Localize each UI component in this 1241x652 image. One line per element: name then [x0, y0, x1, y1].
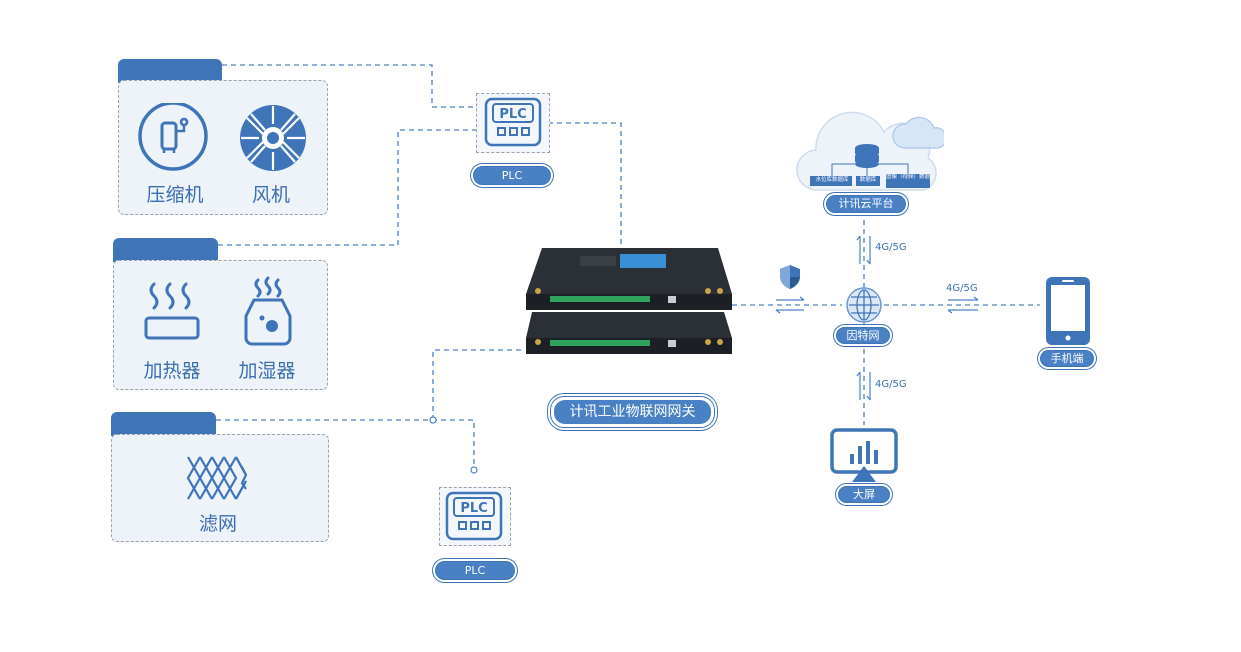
phone-label: 手机端: [1040, 350, 1094, 367]
line-group3-plc: [216, 419, 475, 470]
junction-dot: [429, 416, 437, 424]
heater-icon: [144, 282, 200, 340]
junction-dot: [470, 466, 478, 474]
screen-link-label: 4G/5G: [875, 379, 907, 390]
svg-text:PLC: PLC: [460, 501, 487, 516]
mobile-phone-icon: [1046, 277, 1090, 345]
compressor-label: 压缩机: [146, 184, 204, 206]
line-group2-plc: [218, 129, 478, 246]
plc-label-bottom: PLC: [435, 561, 515, 580]
screen-label: 大屏: [838, 486, 890, 503]
cloud-label: 计讯云平台: [826, 195, 906, 213]
compressor-icon: [138, 103, 208, 171]
arrow-up: [856, 371, 861, 400]
arrow-left: [947, 309, 978, 314]
cloud-sub-center: 数据库: [859, 177, 877, 183]
globe-icon: [846, 287, 882, 323]
fan-label: 风机: [251, 184, 290, 206]
arrow-left: [775, 309, 804, 314]
line-group3-gateway: [432, 349, 525, 420]
line-group1-plc: [222, 64, 478, 108]
arrow-right: [776, 296, 805, 301]
big-screen-icon: [830, 428, 898, 482]
heater-label: 加热器: [143, 360, 201, 382]
fan-icon: [240, 105, 306, 171]
cloud-sub-right: 图像（视频）数据: [886, 174, 931, 180]
gateway-label: 计讯工业物联网网关: [550, 396, 715, 428]
plc-icon: PLC: [445, 491, 503, 541]
plc-icon: PLC: [484, 97, 542, 147]
arrow-down: [866, 236, 871, 265]
line-plc-gateway: [548, 122, 622, 246]
filter-label: 滤网: [198, 513, 237, 535]
internet-label: 因特网: [836, 327, 890, 344]
group-tab: [113, 238, 218, 262]
phone-link-label: 4G/5G: [946, 283, 978, 294]
plc-label-top: PLC: [473, 166, 551, 185]
device-group-2: [113, 260, 328, 390]
group-tab: [111, 412, 216, 436]
device-group-3: [111, 434, 329, 542]
humidifier-icon: [244, 276, 292, 346]
filter-mesh-icon: [186, 456, 248, 500]
cloud-link-label: 4G/5G: [875, 242, 907, 253]
shield-icon: [780, 265, 800, 289]
gateway-device-icon: [526, 248, 732, 354]
arrow-up: [856, 235, 861, 264]
humidifier-label: 加湿器: [238, 360, 296, 382]
arrow-down: [866, 372, 871, 401]
group-tab: [118, 59, 222, 83]
cloud-platform-icon: [796, 111, 944, 191]
svg-text:PLC: PLC: [499, 107, 526, 122]
cloud-sub-left: 水位库数据库: [815, 177, 849, 183]
arrow-right: [948, 296, 979, 301]
